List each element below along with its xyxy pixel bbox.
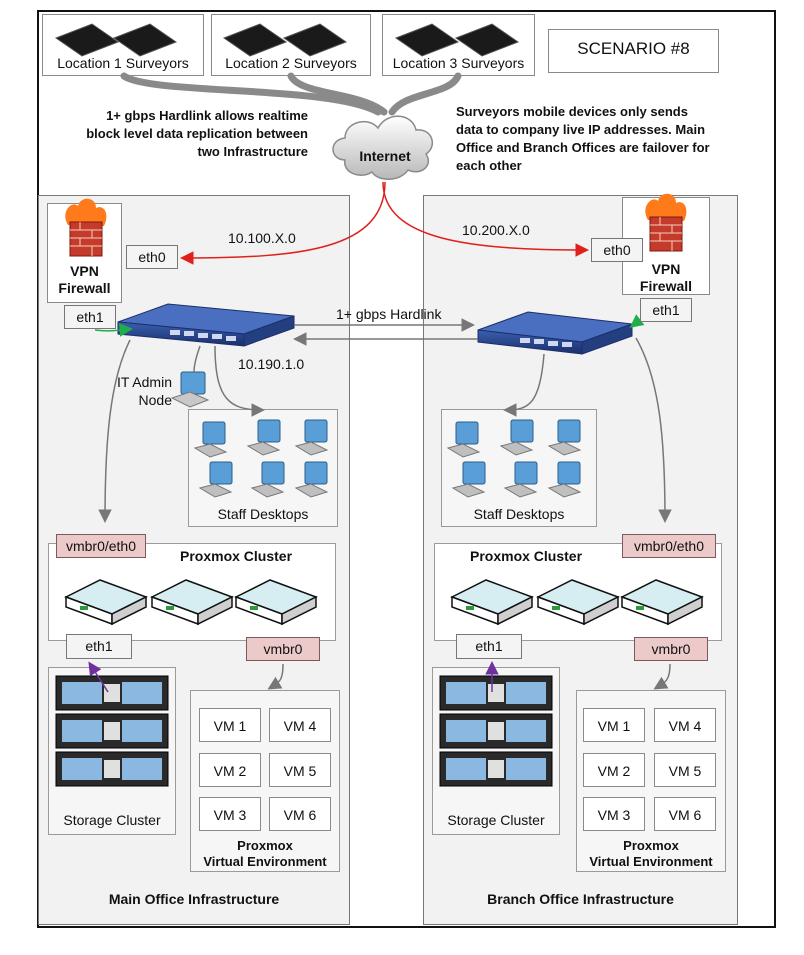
- storage-rack-icon: [439, 675, 553, 787]
- main-pve-label-2: Virtual Environment: [203, 854, 327, 869]
- branch-storage-cluster-label: Storage Cluster: [447, 812, 545, 828]
- location-3-label: Location 3 Surveyors: [392, 55, 525, 71]
- internet-label: Internet: [359, 148, 411, 164]
- firewall-icon: [65, 198, 107, 257]
- server-icon: [450, 579, 704, 626]
- branch-staff-desktops-label: Staff Desktops: [473, 506, 565, 522]
- location-2-label: Location 2 Surveyors: [225, 55, 357, 71]
- computer-icon: [170, 371, 210, 408]
- main-vm-4: VM 4: [269, 708, 331, 742]
- storage-rack-icon: [55, 675, 169, 787]
- branch-vm-1: VM 1: [583, 708, 645, 742]
- scenario-title: SCENARIO #8: [577, 39, 690, 58]
- branch-eth1-port: eth1: [640, 298, 692, 322]
- it-admin-label-1: IT Admin: [117, 374, 172, 390]
- location-1-label: Location 1 Surveyors: [57, 55, 189, 71]
- branch-firewall-label-2: Firewall: [639, 278, 693, 294]
- network-switch-icon: [477, 311, 633, 355]
- main-storage-cluster-label: Storage Cluster: [63, 812, 161, 828]
- main-vmbr0-eth0-port: vmbr0/eth0: [56, 534, 146, 558]
- surveyors-note-1: Surveyors mobile devices only sends: [456, 104, 688, 119]
- main-cluster-vmbr0-port: vmbr0: [246, 637, 320, 661]
- main-staff-desktops-label: Staff Desktops: [217, 506, 309, 522]
- main-vm-1: VM 1: [199, 708, 261, 742]
- network-switch-icon: [117, 303, 295, 347]
- branch-eth0-port: eth0: [591, 238, 643, 262]
- it-admin-label-2: Node: [138, 392, 172, 408]
- scenario-box: [548, 29, 719, 73]
- branch-firewall-label-1: VPN: [651, 261, 681, 277]
- main-proxmox-cluster-label: Proxmox Cluster: [180, 548, 293, 564]
- main-eth0-port: eth0: [126, 245, 178, 269]
- surveyors-note-2: data to company live IP addresses. Main: [456, 122, 706, 137]
- main-wan-subnet: 10.100.X.0: [228, 230, 296, 246]
- hardlink-note-1: 1+ gbps Hardlink allows realtime: [106, 108, 308, 123]
- main-vm-2: VM 2: [199, 753, 261, 787]
- main-cluster-eth1-port: eth1: [66, 634, 132, 659]
- hardlink-note-2: block level data replication between: [86, 126, 308, 141]
- internet-cloud-icon: [332, 115, 434, 180]
- branch-cluster-vmbr0-port: vmbr0: [634, 637, 708, 661]
- lan-subnet: 10.190.1.0: [238, 356, 305, 372]
- branch-pve-label-1: Proxmox: [623, 838, 679, 853]
- branch-pve-label-2: Virtual Environment: [589, 854, 713, 869]
- main-office-title: Main Office Infrastructure: [108, 891, 280, 907]
- main-eth1-port: eth1: [64, 305, 116, 329]
- branch-office-title: Branch Office Infrastructure: [487, 891, 674, 907]
- branch-vmbr0-eth0-port: vmbr0/eth0: [622, 534, 716, 558]
- firewall-icon: [645, 193, 687, 252]
- main-vm-5: VM 5: [269, 753, 331, 787]
- branch-cluster-eth1-port: eth1: [456, 634, 522, 659]
- branch-vm-6: VM 6: [654, 797, 716, 831]
- main-vm-6: VM 6: [269, 797, 331, 831]
- tablet-icon: [54, 23, 520, 57]
- branch-vm-3: VM 3: [583, 797, 645, 831]
- branch-vm-5: VM 5: [654, 753, 716, 787]
- computer-icon: [455, 419, 581, 485]
- main-vm-3: VM 3: [199, 797, 261, 831]
- branch-wan-subnet: 10.200.X.0: [462, 222, 530, 238]
- surveyors-note-3: Office and Branch Offices are failover f…: [456, 140, 710, 155]
- server-icon: [64, 579, 318, 626]
- surveyors-note-4: each other: [456, 158, 522, 173]
- hardlink-label: 1+ gbps Hardlink: [336, 306, 442, 322]
- hardlink-note-3: two Infrastructure: [197, 144, 308, 159]
- main-firewall-label-2: Firewall: [58, 280, 111, 296]
- branch-proxmox-cluster-label: Proxmox Cluster: [470, 548, 583, 564]
- branch-vm-4: VM 4: [654, 708, 716, 742]
- branch-vm-2: VM 2: [583, 753, 645, 787]
- main-firewall-label-1: VPN: [70, 263, 99, 279]
- main-pve-label-1: Proxmox: [237, 838, 293, 853]
- computer-icon: [202, 419, 328, 485]
